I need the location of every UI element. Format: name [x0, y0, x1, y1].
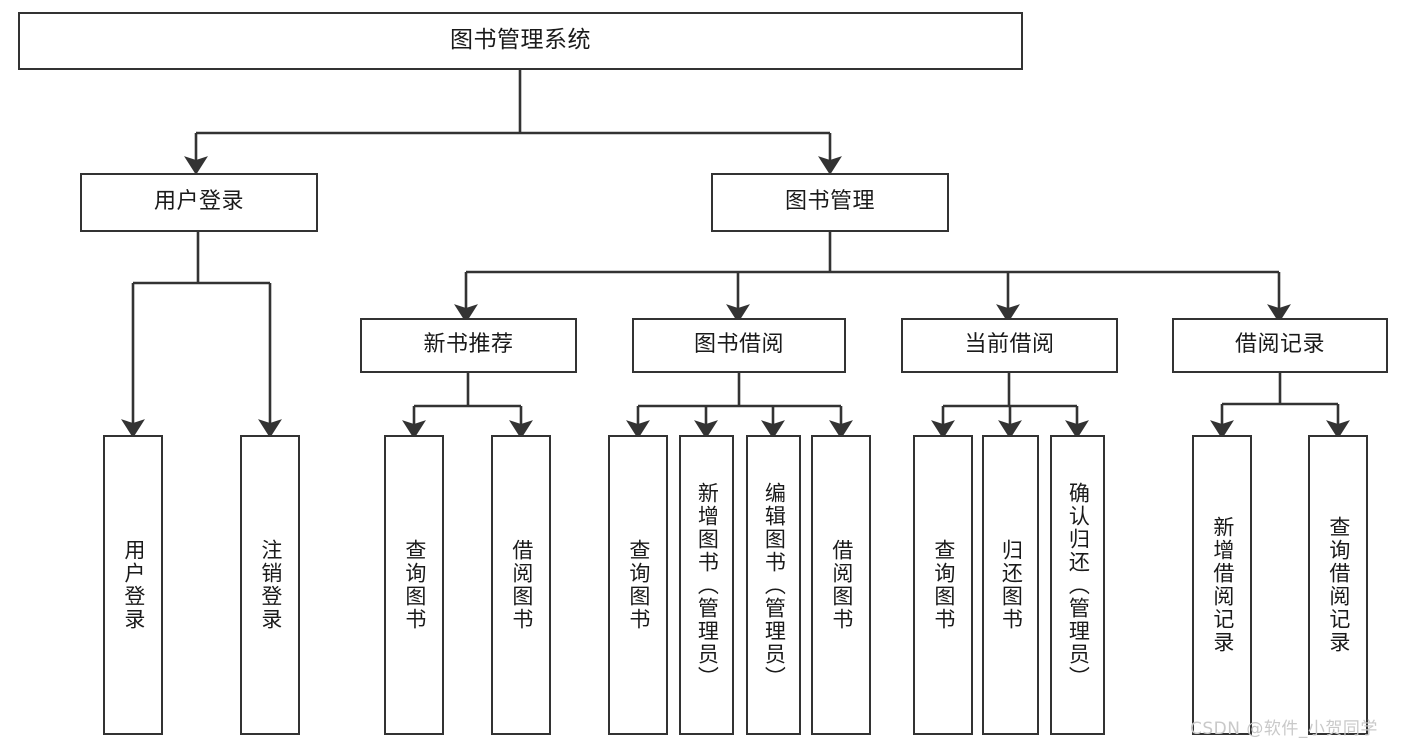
node-book-borrow[interactable]: 图书借阅: [632, 318, 846, 373]
node-leaf-add-borrow-record-label: 新增借阅记录: [1210, 516, 1235, 654]
node-user-login[interactable]: 用户登录: [80, 173, 318, 232]
node-leaf-borrow-book-rec-label: 借阅图书: [509, 539, 534, 631]
node-borrow-record[interactable]: 借阅记录: [1172, 318, 1388, 373]
node-leaf-query-book-rec[interactable]: 查询图书: [384, 435, 444, 735]
csdn-watermark: CSDN @软件_小贺同学: [1190, 719, 1378, 739]
node-leaf-confirm-return-label: 确认归还（管理员）: [1066, 481, 1091, 689]
node-leaf-add-book[interactable]: 新增图书（管理员）: [679, 435, 734, 735]
node-leaf-return-book[interactable]: 归还图书: [982, 435, 1039, 735]
node-new-book-recommend-label: 新书推荐: [423, 332, 514, 358]
node-leaf-query-book-rec-label: 查询图书: [402, 539, 427, 631]
node-leaf-query-book-current-label: 查询图书: [931, 539, 956, 631]
node-book-manage[interactable]: 图书管理: [711, 173, 949, 232]
node-leaf-borrow-book-borrow-label: 借阅图书: [829, 539, 854, 631]
node-leaf-user-logout-label: 注销登录: [258, 539, 283, 631]
node-leaf-query-book-current[interactable]: 查询图书: [913, 435, 973, 735]
node-leaf-return-book-label: 归还图书: [999, 539, 1024, 631]
node-leaf-edit-book[interactable]: 编辑图书（管理员）: [746, 435, 801, 735]
node-borrow-record-label: 借阅记录: [1234, 332, 1325, 358]
node-book-borrow-label: 图书借阅: [693, 332, 784, 358]
node-leaf-borrow-book-rec[interactable]: 借阅图书: [491, 435, 551, 735]
node-new-book-recommend[interactable]: 新书推荐: [360, 318, 577, 373]
node-leaf-query-book-borrow[interactable]: 查询图书: [608, 435, 668, 735]
node-leaf-add-borrow-record[interactable]: 新增借阅记录: [1192, 435, 1252, 735]
edges: [121, 70, 1350, 439]
node-leaf-user-logout[interactable]: 注销登录: [240, 435, 300, 735]
node-root-system-label: 图书管理系统: [450, 27, 591, 54]
node-current-borrow-label: 当前借阅: [964, 332, 1055, 358]
node-user-login-label: 用户登录: [153, 189, 244, 215]
node-leaf-borrow-book-borrow[interactable]: 借阅图书: [811, 435, 871, 735]
node-leaf-query-borrow-record-label: 查询借阅记录: [1326, 516, 1351, 654]
node-leaf-confirm-return[interactable]: 确认归还（管理员）: [1050, 435, 1105, 735]
node-leaf-user-login[interactable]: 用户登录: [103, 435, 163, 735]
node-root-system[interactable]: 图书管理系统: [18, 12, 1023, 70]
node-leaf-user-login-label: 用户登录: [121, 539, 146, 631]
node-current-borrow[interactable]: 当前借阅: [901, 318, 1118, 373]
node-leaf-add-book-label: 新增图书（管理员）: [695, 481, 720, 689]
node-book-manage-label: 图书管理: [784, 189, 875, 215]
node-leaf-edit-book-label: 编辑图书（管理员）: [762, 481, 787, 689]
node-leaf-query-book-borrow-label: 查询图书: [626, 539, 651, 631]
node-leaf-query-borrow-record[interactable]: 查询借阅记录: [1308, 435, 1368, 735]
